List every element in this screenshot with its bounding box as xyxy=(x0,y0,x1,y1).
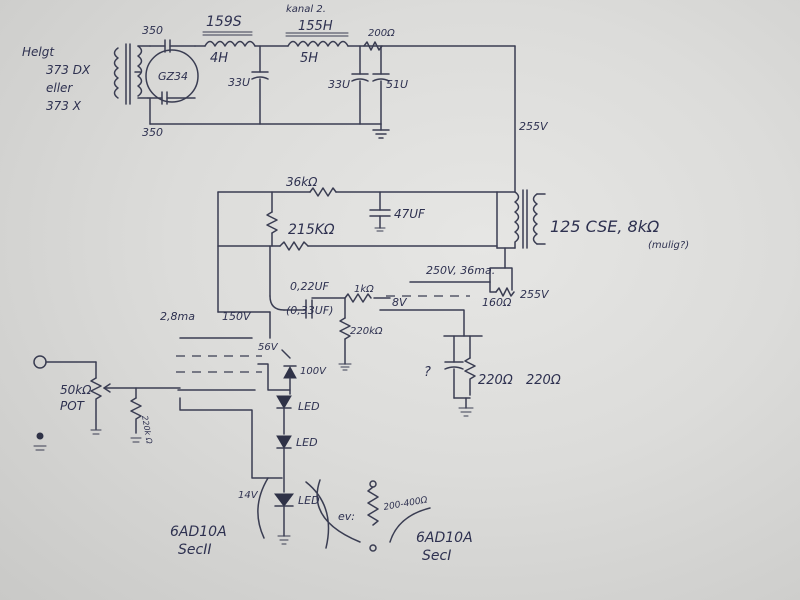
power-transformer xyxy=(113,43,151,105)
sec-brackets xyxy=(257,477,269,539)
label-350-bot: 350 xyxy=(142,126,163,139)
label-led-1: LED xyxy=(298,400,320,413)
grid-resistor-220k xyxy=(338,297,352,371)
label-1k: 1kΩ xyxy=(354,284,374,295)
cathode-bypass xyxy=(443,335,483,417)
input-jack xyxy=(33,355,97,451)
resistor-vertical-feed xyxy=(266,191,278,247)
label-mulig: (mulig?) xyxy=(648,240,689,251)
label-pot: POT xyxy=(60,399,86,413)
label-350-top: 350 xyxy=(142,24,163,37)
filter-cap-2 xyxy=(351,45,369,125)
cap-47uf xyxy=(369,191,391,232)
choke-4h xyxy=(194,31,289,47)
label-seci: SecI xyxy=(422,548,451,564)
driver-tube-secii xyxy=(176,245,291,479)
label-51u: 51U xyxy=(386,78,408,91)
label-155h: 155H xyxy=(298,19,333,34)
label-led-3: LED xyxy=(298,494,320,507)
coupling-cap xyxy=(283,297,346,319)
volume-pot xyxy=(90,361,181,443)
label-2-8ma: 2,8ma xyxy=(160,310,195,323)
label-33u-a: 33U xyxy=(228,76,250,89)
label-5h: 5H xyxy=(300,51,318,66)
label-255v-top: 255V xyxy=(519,120,549,133)
label-helgt: Helgt xyxy=(22,45,55,59)
filter-cap-3 xyxy=(372,45,390,125)
output-transformer xyxy=(496,189,546,291)
label-215k: 215KΩ xyxy=(288,222,335,238)
label-220k-b: 220k Ω xyxy=(140,415,154,446)
label-250v-36ma: 250V, 36ma. xyxy=(426,264,495,277)
filter-cap-1 xyxy=(251,45,269,125)
label-100v: 100V xyxy=(300,366,327,377)
label-33u-b: 33U xyxy=(328,78,350,91)
label-eller: eller xyxy=(46,81,73,95)
label-question: ? xyxy=(424,365,431,380)
label-200ohm: 200Ω xyxy=(368,28,395,39)
label-8v: 8V xyxy=(392,296,408,309)
label-160ohm: 160Ω xyxy=(482,296,512,309)
label-ev: ev: xyxy=(338,510,355,523)
label-220k: 220kΩ xyxy=(350,326,383,337)
label-373dx: 373 DX xyxy=(46,63,91,77)
label-56v: 56V xyxy=(258,342,279,353)
label-159s: 159S xyxy=(206,14,242,30)
label-output-transformer: 125 CSE, 8kΩ xyxy=(550,217,660,236)
top-rail-36k xyxy=(217,187,498,197)
label-4h: 4H xyxy=(210,51,228,66)
resistor-200 xyxy=(363,41,383,51)
label-6ad10a-seci: 6AD10A xyxy=(416,530,473,546)
label-gz34: GZ34 xyxy=(158,70,188,83)
label-373x: 373 X xyxy=(46,99,82,113)
label-022uf: 0,22UF xyxy=(290,280,330,293)
label-36k: 36kΩ xyxy=(286,175,318,189)
label-150v: 150V xyxy=(222,310,252,323)
output-tube-seci xyxy=(379,267,515,337)
alternative-resistor xyxy=(305,479,431,552)
rectifier-tube xyxy=(145,39,199,105)
led-3 xyxy=(274,493,294,545)
label-220ohm-scribble: 220Ω xyxy=(478,373,513,388)
label-255v: 255V xyxy=(520,288,550,301)
led-1 xyxy=(276,395,292,435)
label-6ad10a-secii: 6AD10A xyxy=(170,524,227,540)
label-47uf: 47UF xyxy=(394,207,426,221)
label-14v: 14V xyxy=(238,490,259,501)
zener-100v xyxy=(281,349,297,395)
rail-215k xyxy=(217,241,498,251)
psu-ground xyxy=(149,97,390,139)
label-secii: SecII xyxy=(178,542,211,558)
grid-stopper-1k xyxy=(344,293,391,303)
label-220ohm: 220Ω xyxy=(526,373,561,388)
label-led-2: LED xyxy=(296,436,318,449)
led-2 xyxy=(276,435,292,493)
label-50k: 50kΩ xyxy=(60,383,92,397)
label-033uf: (0,33UF) xyxy=(286,304,333,317)
choke-5h xyxy=(285,32,516,47)
label-kanal2: kanal 2. xyxy=(286,4,326,15)
